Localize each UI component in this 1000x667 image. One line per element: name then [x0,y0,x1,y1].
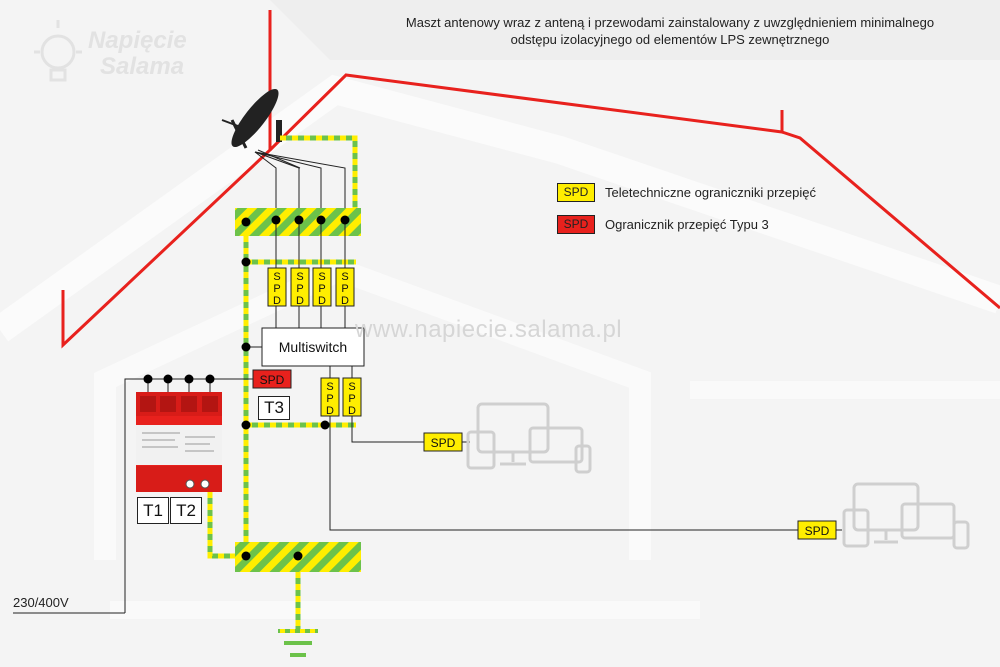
label-t1: T1 [137,497,169,524]
label-t2: T2 [170,497,202,524]
spd-vertical-1 [267,267,287,307]
watermark-url: www.napiecie.salama.pl [355,316,623,343]
spd-v2-p: P [296,283,303,295]
spd-v1-p: P [273,283,280,295]
logo: Napięcie Salama [88,28,187,80]
legend-text-type3: Ogranicznik przepięć Typu 3 [605,217,769,232]
spd-v2-d: D [296,295,304,307]
spd-vertical-2 [290,267,310,307]
computer-devices-icon-2 [842,482,970,550]
connection-dots [143,215,350,561]
spd-device-2-box [797,520,837,540]
mast-earthing-conductor [280,135,358,210]
logo-line-1: Napięcie [88,27,187,54]
voltage-label: 230/400V [13,595,69,610]
spd-v6-s: S [348,381,355,393]
spd-device-2-label: SPD [805,524,830,538]
legend-swatch-yellow: SPD [557,183,595,202]
spd-vertical-3 [312,267,332,307]
spd-v5-d: D [326,405,334,417]
logo-line-2: Salama [100,53,185,80]
spd-type3-label: SPD [260,373,285,387]
spd-v5-s: S [326,381,333,393]
legend-item-teletechnical: SPD Teletechniczne ograniczniki przepięć [557,183,816,202]
label-t3: T3 [258,396,290,420]
legend-item-type3: SPD Ogranicznik przepięć Typu 3 [557,215,769,234]
satellite-dish-icon [221,88,301,169]
multiswitch-box [261,327,365,367]
spd-device-1-label: SPD [431,436,456,450]
spd-v4-d: D [341,295,349,307]
computer-devices-icon-1 [466,402,592,474]
spd-v1-d: D [273,295,281,307]
logo-bulb-icon [34,20,82,82]
spd-v4-p: P [341,283,348,295]
antenna-cables [254,151,346,220]
spd-v4-s: S [341,271,348,283]
spd-v1-s: S [273,271,280,283]
spd-v3-d: D [318,295,326,307]
lps-roof-conductor [61,10,1000,349]
coax-to-multiswitch [13,220,842,614]
spd-v3-s: S [318,271,325,283]
ground-symbol-icon [278,629,318,657]
spd-group-upper: S P D S P D S P D S P D S P D S P D [267,267,362,417]
spd-v3-p: P [318,283,325,295]
legend-swatch-red: SPD [557,215,595,234]
spd-device-1-box [423,432,463,452]
multiswitch-label: Multiswitch [279,339,347,355]
spd-t1-t2-module [136,392,222,492]
spd-vertical-5 [320,377,340,417]
diagram-caption: Maszt antenowy wraz z anteną i przewodam… [405,15,935,47]
legend-text-teletechnical: Teletechniczne ograniczniki przepięć [605,185,817,200]
pe-conductors [207,236,356,630]
spd-type3-box [252,369,292,389]
spd-vertical-6 [342,377,362,417]
spd-v6-d: D [348,405,356,417]
spd-v5-p: P [326,393,333,405]
spd-vertical-4 [335,267,355,307]
spd-v6-p: P [348,393,355,405]
spd-v2-s: S [296,271,303,283]
